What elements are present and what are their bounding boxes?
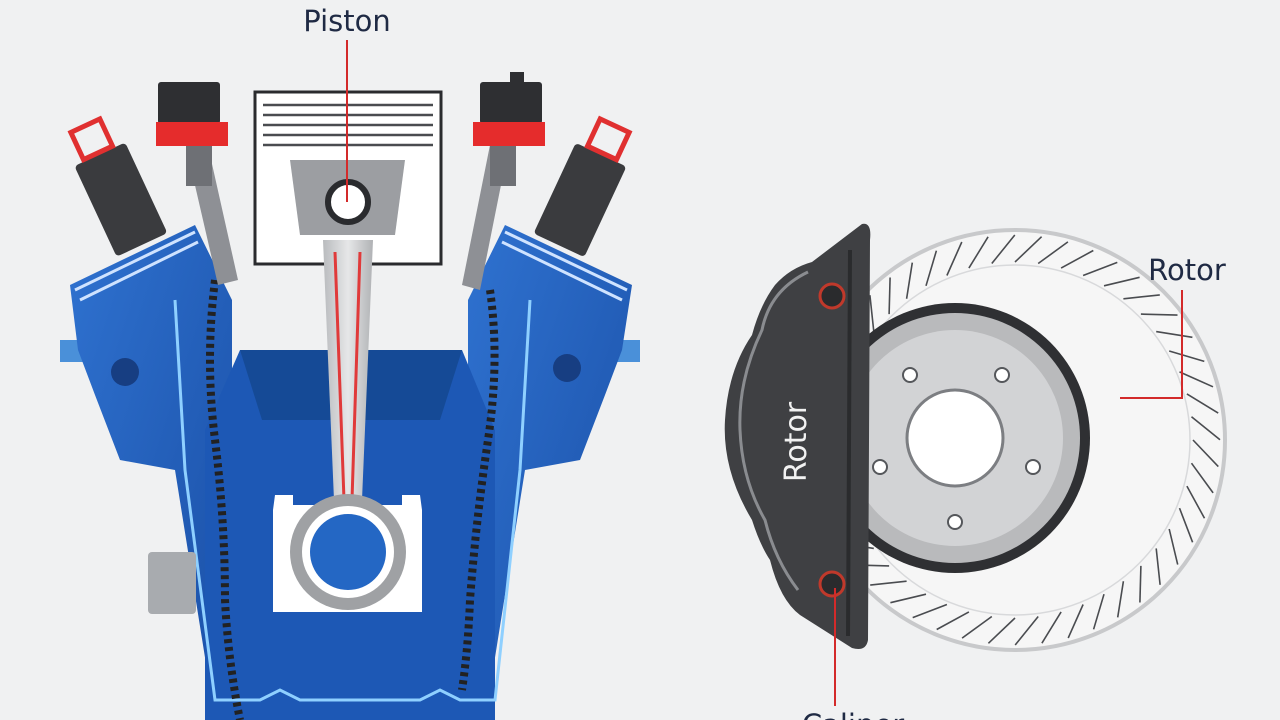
rotor-vent-slot <box>905 262 914 299</box>
left-head-bolt <box>111 358 139 386</box>
crankshaft-end <box>273 494 422 612</box>
caliper-highlight <box>738 270 809 591</box>
rotor-vent-slot <box>1140 313 1178 316</box>
right-head-bolt <box>553 354 581 382</box>
caliper-bolt-bottom <box>818 570 846 598</box>
rotor-leader-line <box>1120 290 1183 399</box>
lug-holes <box>872 367 1041 530</box>
rotor-vent-slot <box>1190 462 1214 494</box>
rotor-vent-slot <box>1103 276 1140 287</box>
rotor-vent-slot <box>1014 615 1039 646</box>
rotor-vent-slot <box>1186 485 1206 519</box>
brake-assembly: Rotor Rotor Caliper <box>724 223 1227 720</box>
head-stripes <box>74 230 628 302</box>
rotor-vent-slot <box>1168 528 1179 565</box>
rotor-vent-slot <box>961 615 993 639</box>
right-outer-coil <box>534 115 633 256</box>
caliper-body-text: Rotor <box>779 401 814 482</box>
rotor-vent-slot <box>1178 507 1194 543</box>
rotor-vent-slot <box>888 277 891 315</box>
rotor-vent-slot <box>1168 350 1205 363</box>
rotor-vent-slot <box>1156 330 1193 339</box>
left-outer-coil <box>67 115 167 256</box>
rotor-vent-slot <box>1037 241 1069 265</box>
caliper-label: Caliper <box>802 708 904 720</box>
piston-label: Piston <box>303 4 391 38</box>
rod-highlight <box>333 251 362 501</box>
rotor-vent-slot <box>1041 611 1062 644</box>
rotor-vent-slot <box>1092 593 1105 630</box>
left-cylinder-head <box>70 225 232 720</box>
rotor-vent-slot <box>890 593 927 604</box>
right-wiring-loom <box>458 289 499 691</box>
rotor-vent-slot <box>1060 249 1094 269</box>
rotor-vent-slot <box>1067 604 1084 639</box>
rotor-vent-slot <box>925 250 938 287</box>
rotor-vent-slot <box>1190 416 1221 441</box>
hub-center-bore <box>905 388 1005 488</box>
rotor-vent-slot <box>1139 565 1142 603</box>
rotor-vent-slot <box>1116 581 1125 618</box>
rotor-vent-slot <box>912 603 948 619</box>
caliper-inner-edge <box>846 249 852 637</box>
rotor-vent-slot <box>869 295 875 332</box>
rotor-vent-slot <box>1155 548 1161 585</box>
coolant-outline <box>173 299 532 702</box>
rotor-vent-slot <box>991 234 1016 265</box>
rotor-vent-slot <box>870 580 907 586</box>
rotor-vent-slot <box>936 611 970 631</box>
rotor-vent-slot <box>1192 439 1219 468</box>
rotor-label: Rotor <box>1148 253 1226 287</box>
rotor-vent-slot <box>1014 236 1043 263</box>
rotor-vent-slot <box>968 236 989 269</box>
crank-journal <box>310 514 386 590</box>
caliper-bolt-top <box>818 282 846 310</box>
right-inner-coil <box>473 72 545 186</box>
rotor-vent-slot <box>1186 393 1219 414</box>
rotor-vent-slot <box>946 241 963 276</box>
rotor-vent-slot <box>1179 371 1214 388</box>
left-inner-coil <box>156 82 228 186</box>
left-valve-stem <box>188 155 238 285</box>
left-mount <box>148 552 196 614</box>
rotor-vent-slot <box>1123 294 1160 300</box>
engine-cutaway: Piston <box>60 4 640 720</box>
rotor-vent-slot <box>987 617 1016 644</box>
right-cylinder-head <box>468 225 632 720</box>
left-wiring-loom <box>206 279 244 720</box>
rotor-vent-slot <box>1082 261 1118 277</box>
